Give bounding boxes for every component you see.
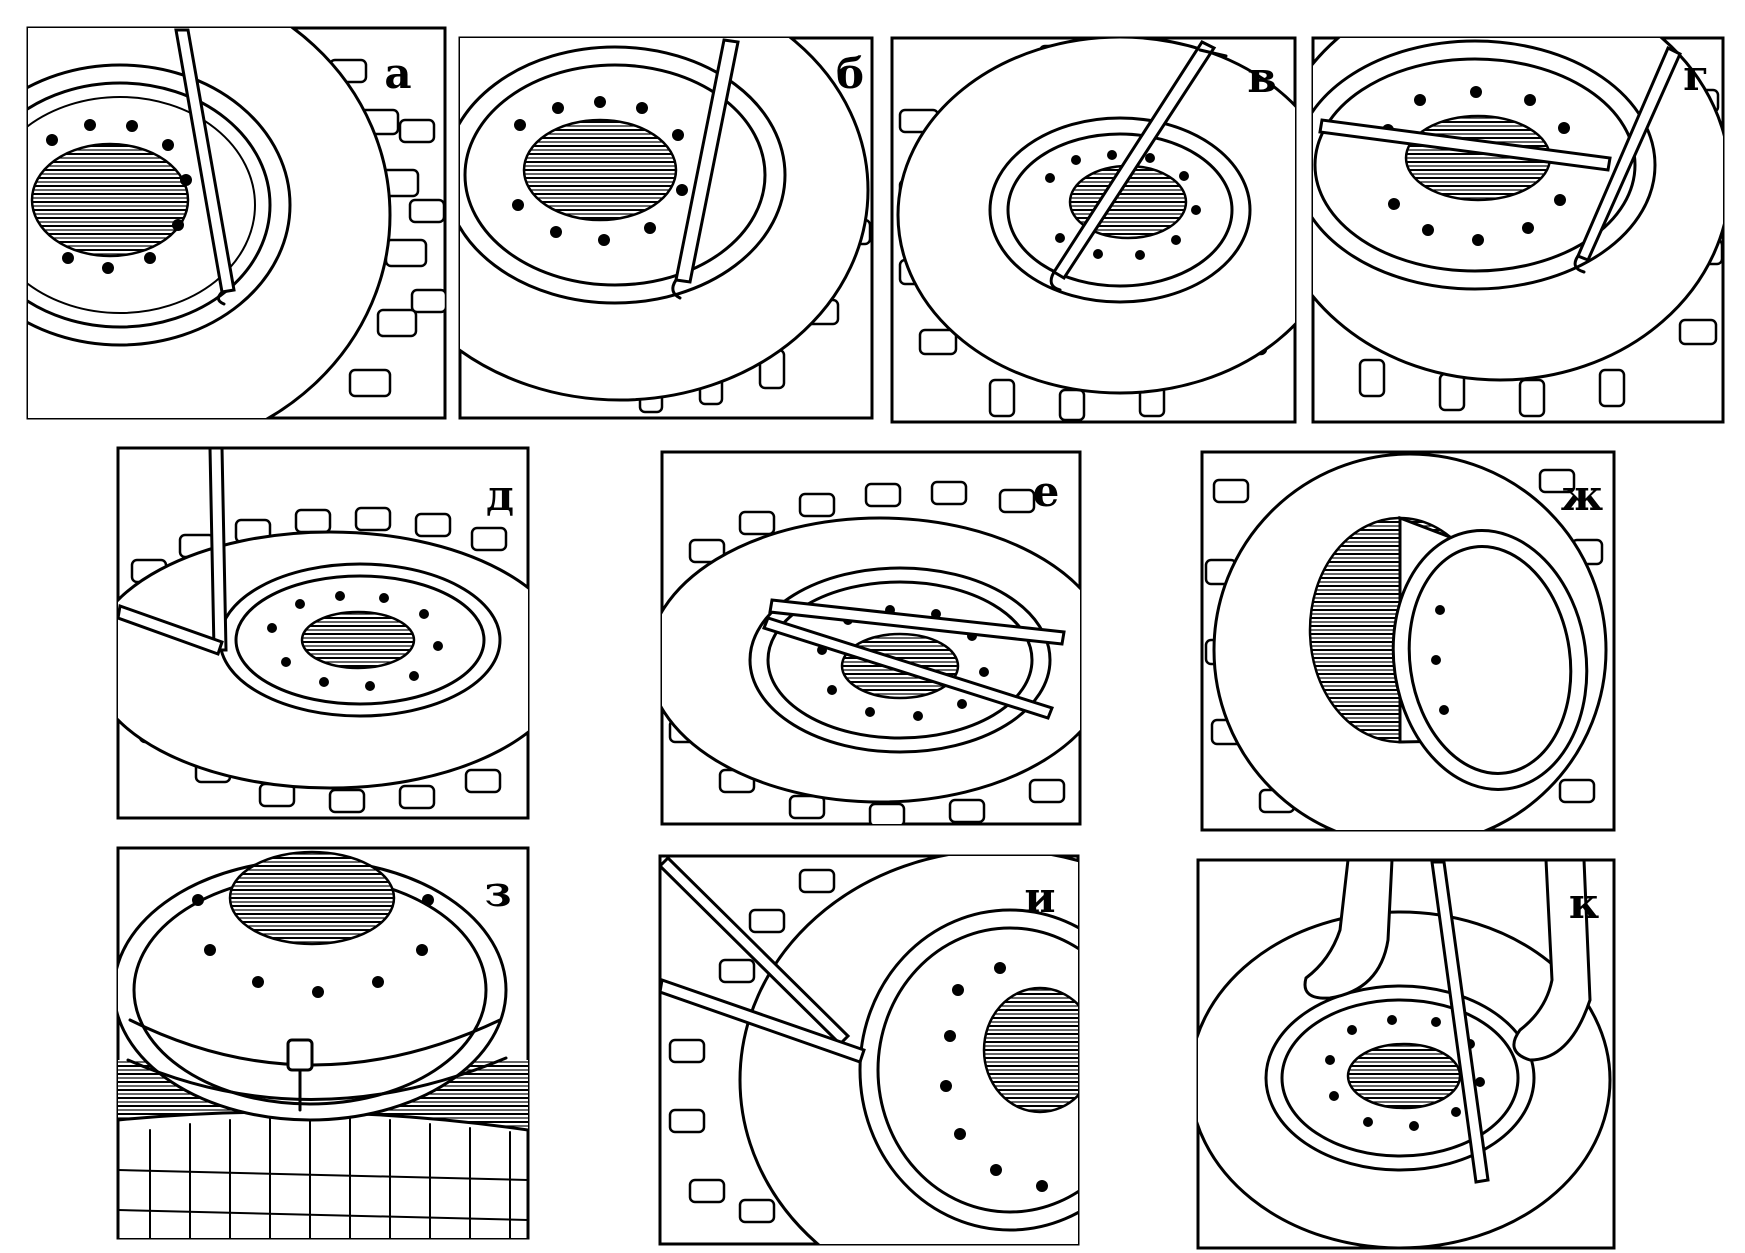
panel-label: в (1247, 53, 1276, 102)
hub-center (1346, 1042, 1462, 1110)
panel-a: а (26, 26, 447, 420)
panel-zh: ж (1200, 450, 1616, 832)
boot-right-icon (1512, 860, 1592, 1062)
bolt-holes (512, 96, 688, 246)
boot-left-icon (1303, 860, 1394, 1000)
tire-lever-icon (1430, 860, 1490, 1184)
panel-label: а (384, 49, 411, 98)
tire-lever-icon (1318, 45, 1682, 274)
hub-center (228, 850, 396, 946)
bolt-holes (1431, 605, 1449, 715)
panel-v: в (890, 36, 1297, 424)
panel-label: д (486, 471, 514, 520)
panel-k: к (1196, 858, 1616, 1250)
lock-ring-clip-icon (286, 1038, 314, 1112)
panel-label: е (1033, 467, 1060, 516)
hub-center (300, 610, 416, 670)
panel-label: к (1569, 879, 1599, 928)
panel-label: ж (1561, 471, 1603, 520)
hub-center (522, 118, 678, 222)
bolt-holes (267, 591, 443, 691)
tire-lever-icon (174, 28, 236, 306)
panel-label: и (1024, 873, 1055, 922)
tire-lever-icon (671, 38, 740, 300)
panel-g: г (1311, 36, 1725, 424)
panel-d: д (116, 446, 530, 820)
panel-i: и (658, 854, 1080, 1246)
tire-tread-icon (328, 58, 445, 398)
hub-center (982, 986, 1078, 1114)
tire-lever-icon (660, 856, 866, 1064)
panel-label: г (1683, 51, 1709, 100)
panel-label: б (836, 49, 864, 98)
tire-lever-icon (118, 448, 228, 656)
hub-center (30, 142, 190, 258)
panel-z: з (116, 846, 530, 1240)
bolt-holes (46, 119, 192, 274)
tire-tread-icon (668, 868, 836, 1224)
tire-lever-icon (762, 598, 1066, 720)
panel-b: б (458, 36, 874, 420)
panel-label: з (485, 867, 512, 916)
rim-flange (1391, 529, 1589, 791)
bolt-holes (940, 962, 1048, 1192)
bolt-holes (1325, 1015, 1485, 1131)
bolt-holes (1045, 150, 1201, 260)
tire-lever-icon (1049, 40, 1228, 292)
panel-e: е (660, 450, 1082, 826)
bolt-holes (192, 894, 434, 998)
